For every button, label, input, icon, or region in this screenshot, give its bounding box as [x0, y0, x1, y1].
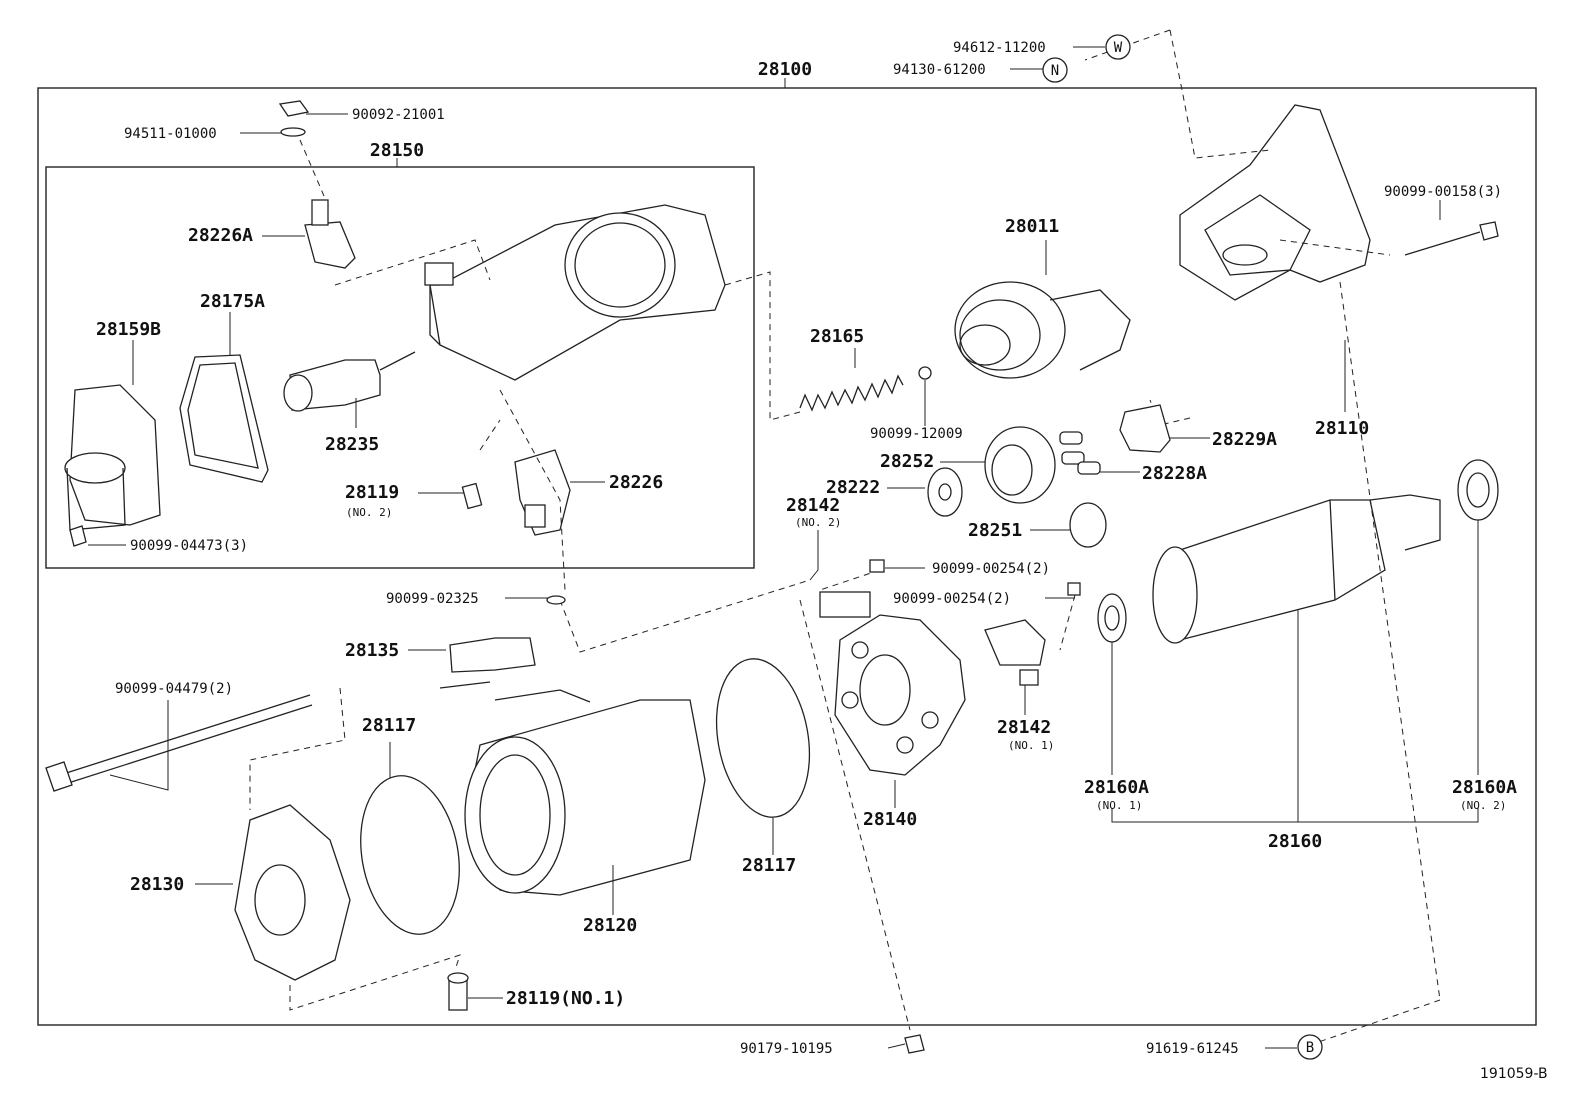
- label-28117-right: 28117: [742, 855, 796, 876]
- callout-letter-b: B: [1306, 1040, 1314, 1056]
- label-94511-01000: 94511-01000: [124, 126, 217, 142]
- label-90179-10195: 90179-10195: [740, 1041, 833, 1057]
- callout-circle-w: [1105, 34, 1131, 60]
- label-28135: 28135: [345, 640, 399, 661]
- label-28252: 28252: [880, 451, 934, 472]
- label-90099-02325: 90099-02325: [386, 591, 479, 607]
- part-art: [45, 100, 1499, 1054]
- callout-letter-n: N: [1051, 63, 1059, 79]
- dashed-guides: [249, 29, 1441, 1046]
- label-28110: 28110: [1315, 418, 1369, 439]
- callout-letter-w: W: [1114, 40, 1123, 56]
- figure-id: 191059-B: [1480, 1066, 1548, 1082]
- label-28119-no2-qualifier: (NO. 2): [346, 506, 392, 519]
- label-28142-no2-qualifier: (NO. 2): [795, 516, 841, 529]
- label-28251: 28251: [968, 520, 1022, 541]
- label-28226A: 28226A: [188, 225, 253, 246]
- label-28228A: 28228A: [1142, 463, 1207, 484]
- label-90099-00254-a: 90099-00254(2): [932, 561, 1050, 577]
- label-28160A-no1-qualifier: (NO. 1): [1096, 799, 1142, 812]
- label-28160A-no2-qualifier: (NO. 2): [1460, 799, 1506, 812]
- frames: [37, 78, 1537, 1026]
- label-28222: 28222: [826, 477, 880, 498]
- label-28130: 28130: [130, 874, 184, 895]
- label-90099-04473: 90099-04473(3): [130, 538, 248, 554]
- label-28120: 28120: [583, 915, 637, 936]
- label-28142-no2: 28142: [786, 495, 840, 516]
- label-90092-21001: 90092-21001: [352, 107, 445, 123]
- label-28142-no1: 28142: [997, 717, 1051, 738]
- part-labels: 28100 28150 94612-11200 94130-61200 9009…: [96, 40, 1548, 1082]
- label-28140: 28140: [863, 809, 917, 830]
- label-28160: 28160: [1268, 831, 1322, 852]
- label-28160A-no2: 28160A: [1452, 777, 1517, 798]
- label-28119-no2: 28119: [345, 482, 399, 503]
- label-90099-00158: 90099-00158(3): [1384, 184, 1502, 200]
- label-90099-00254-b: 90099-00254(2): [893, 591, 1011, 607]
- leader-lines: [88, 46, 1479, 1049]
- callout-circle-b: [1297, 1034, 1323, 1060]
- label-91619-61245: 91619-61245: [1146, 1041, 1239, 1057]
- label-28226: 28226: [609, 472, 663, 493]
- label-94612-11200: 94612-11200: [953, 40, 1046, 56]
- label-28119-no1: 28119(NO.1): [506, 988, 625, 1009]
- label-94130-61200: 94130-61200: [893, 62, 986, 78]
- assembly-frame: [37, 87, 1537, 1026]
- label-28175A: 28175A: [200, 291, 265, 312]
- sub-assembly-frame: [45, 166, 755, 569]
- label-90099-04479: 90099-04479(2): [115, 681, 233, 697]
- sub-assembly-number: 28150: [370, 140, 424, 161]
- label-28229A: 28229A: [1212, 429, 1277, 450]
- label-28011: 28011: [1005, 216, 1059, 237]
- label-28117-left: 28117: [362, 715, 416, 736]
- callout-circles: W N B: [1042, 34, 1323, 1060]
- label-90099-12009: 90099-12009: [870, 426, 963, 442]
- label-28159B: 28159B: [96, 319, 161, 340]
- assembly-number: 28100: [758, 59, 812, 80]
- callout-circle-n: [1042, 57, 1068, 83]
- label-28165: 28165: [810, 326, 864, 347]
- label-28160A-no1: 28160A: [1084, 777, 1149, 798]
- label-28142-no1-qualifier: (NO. 1): [1008, 739, 1054, 752]
- label-28235: 28235: [325, 434, 379, 455]
